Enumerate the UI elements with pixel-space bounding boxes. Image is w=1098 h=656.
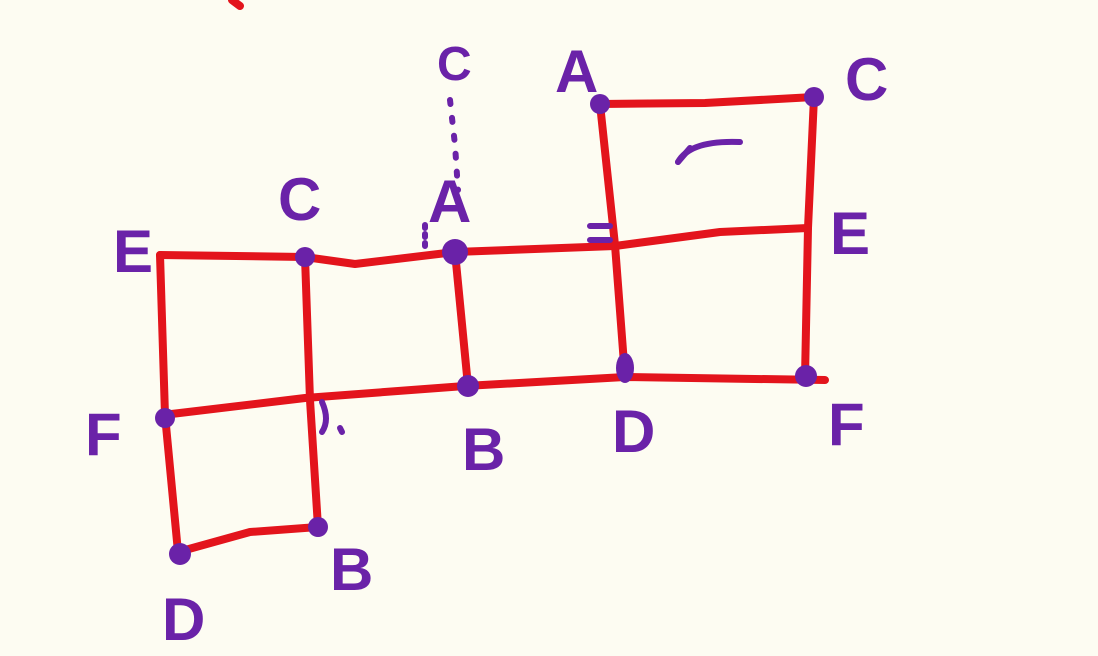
tick-mark-top	[587, 223, 613, 243]
vertex-bottom-d	[169, 543, 191, 565]
vertex-mid-d	[616, 353, 634, 383]
vertex-top-a	[590, 94, 610, 114]
tick-mark-bottom	[319, 399, 345, 435]
dotted-guide-line	[447, 97, 461, 193]
edge-bottom	[174, 523, 322, 556]
edge-middle-bottom	[159, 373, 829, 419]
edge-top-square-right	[801, 93, 818, 382]
label-right-f: F	[828, 391, 865, 458]
net-edges	[156, 93, 829, 556]
label-dotted-c: C	[437, 38, 472, 91]
net-vertices	[155, 87, 824, 565]
vertex-right-f	[795, 365, 817, 387]
vertex-top-c	[804, 87, 824, 107]
label-mid-d: D	[612, 398, 655, 465]
edge-a-vertical	[451, 248, 472, 390]
label-mid-a: A	[428, 168, 471, 235]
top-edge-mark	[228, 0, 244, 10]
label-mid-b: B	[462, 416, 505, 483]
edge-left-vertical	[156, 251, 169, 419]
edge-top-square-top	[596, 93, 818, 108]
edge-middle-top	[156, 224, 812, 268]
label-mid-c: C	[278, 166, 321, 233]
label-bottom-b: B	[330, 536, 373, 603]
label-left-e: E	[113, 218, 153, 285]
arrow-tip-mark	[675, 145, 693, 165]
label-right-e: E	[830, 200, 870, 267]
annotation-marks	[319, 97, 743, 435]
edge-c-vertical	[301, 253, 322, 531]
label-left-f: F	[85, 401, 122, 468]
edge-bottom-left	[161, 411, 182, 556]
label-top-c: C	[845, 46, 888, 113]
label-top-a: A	[555, 38, 598, 105]
label-bottom-d: D	[162, 586, 205, 653]
vertex-mid-c	[295, 247, 315, 267]
vertex-left-f	[155, 408, 175, 428]
vertex-mid-a	[442, 239, 468, 265]
vertex-bottom-b	[308, 517, 328, 537]
edge-top-square-left	[596, 100, 629, 381]
vertex-labels: A C C C A E E F F B D B D	[85, 38, 888, 653]
vertex-mid-b	[457, 375, 479, 397]
